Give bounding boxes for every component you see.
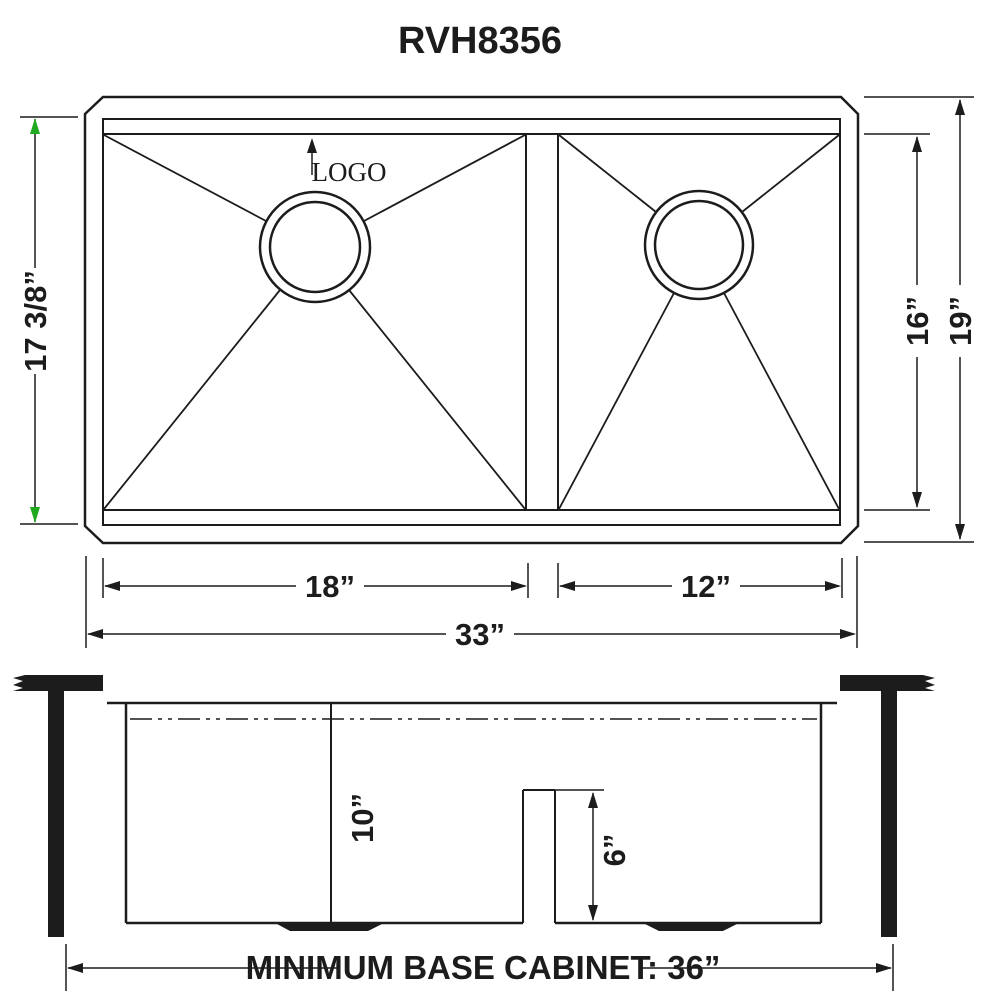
dim-arrow-left-icon xyxy=(104,581,120,591)
dim-arrow-left-icon xyxy=(67,963,83,973)
dim-right-bowl-width: 12” xyxy=(557,558,843,604)
dim-arrow-left-icon xyxy=(87,629,103,639)
dim-arrow-up-icon xyxy=(30,118,40,134)
right-drain-fitting xyxy=(645,924,737,931)
divider-channel xyxy=(522,789,556,923)
dim-arrow-down-icon xyxy=(588,905,598,921)
logo-label: LOGO xyxy=(312,157,387,187)
dim-arrow-up-icon xyxy=(588,792,598,808)
logo-callout: LOGO xyxy=(307,138,387,187)
top-view: LOGO xyxy=(83,95,860,545)
dim-label-overall-height: 19” xyxy=(943,296,978,346)
sink-body-outline xyxy=(124,703,823,925)
dim-arrow-down-icon xyxy=(912,492,922,508)
dim-overall-height: 19” xyxy=(864,96,978,543)
dim-arrow-left-icon xyxy=(559,581,575,591)
dim-left-bowl-width: 18” xyxy=(102,558,529,604)
countertop-left-section xyxy=(13,675,103,691)
bowl-divider xyxy=(525,134,559,510)
dim-label-bowl-height: 17 3/8” xyxy=(18,270,53,372)
left-drain-fitting xyxy=(277,924,382,931)
dim-arrow-right-icon xyxy=(876,963,892,973)
dim-arrow-up-icon xyxy=(955,99,965,115)
logo-arrow-up-icon xyxy=(307,138,317,153)
left-drain xyxy=(258,190,372,304)
model-number-title: RVH8356 xyxy=(398,20,562,62)
dim-arrow-right-icon xyxy=(840,629,856,639)
dim-arrow-down-icon xyxy=(955,524,965,540)
right-drain xyxy=(643,189,755,301)
dim-arrow-right-icon xyxy=(825,581,841,591)
sink-outer-rim xyxy=(83,95,860,545)
dim-arrow-right-icon xyxy=(511,581,527,591)
dim-overall-width: 33” xyxy=(85,556,858,652)
dim-arrow-up-icon xyxy=(912,136,922,152)
right-bowl-slope-lines xyxy=(558,134,840,510)
dim-divider-height: 6” xyxy=(555,789,632,921)
dim-label-inner-height: 16” xyxy=(900,296,935,346)
left-bowl-slope-lines xyxy=(103,134,526,510)
dim-label-divider-height: 6” xyxy=(597,834,632,867)
dim-bowl-height: 17 3/8” xyxy=(18,116,78,525)
dim-label-bowl-depth: 10” xyxy=(345,793,380,843)
dim-label-right-bowl-width: 12” xyxy=(681,569,731,604)
dim-arrow-down-icon xyxy=(30,507,40,523)
base-cabinet-note: MINIMUM BASE CABINET: 36” xyxy=(246,949,721,986)
countertop-right-section xyxy=(840,675,935,691)
dim-label-left-bowl-width: 18” xyxy=(305,569,355,604)
dim-base-cabinet: MINIMUM BASE CABINET: 36” xyxy=(65,944,894,991)
dim-inner-height: 16” xyxy=(864,133,935,511)
cabinet-wall-right xyxy=(881,691,897,937)
dim-label-overall-width: 33” xyxy=(455,617,505,652)
cabinet-wall-left xyxy=(48,691,64,937)
dim-bowl-depth: 10” xyxy=(330,703,380,923)
sink-inner-rim xyxy=(102,118,841,526)
front-view: 10” 6” MINIMUM BASE CABINET: 36” xyxy=(13,675,935,991)
